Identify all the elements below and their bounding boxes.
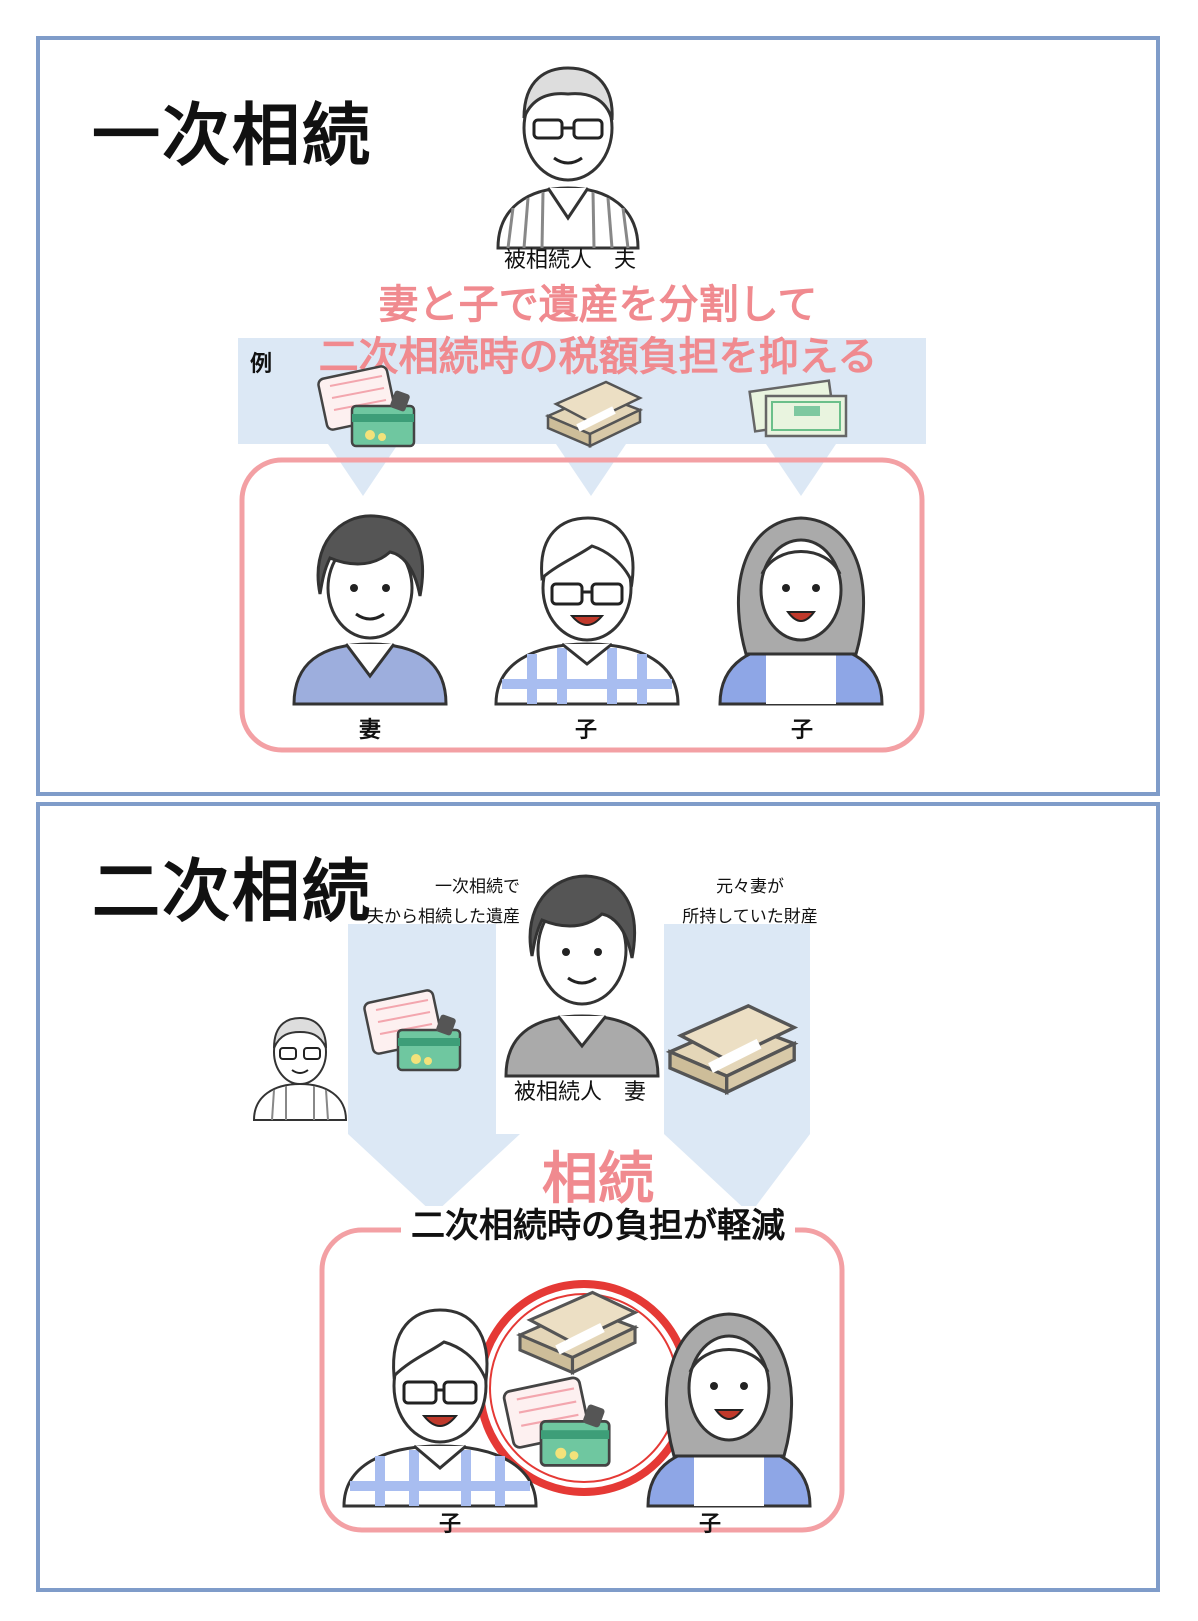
- secondary-inheritance-panel: 二次相続 一次相続で 夫から相続した遺産 元々妻が 所持していた財産 被相続人 …: [36, 802, 1160, 1592]
- passbook-card-icon: [322, 372, 422, 452]
- wife-illustration: [290, 504, 450, 704]
- deceased-label: 被相続人 夫: [480, 242, 660, 274]
- panel-title: 一次相続: [92, 80, 372, 179]
- heir-label-child-2: 子: [762, 712, 842, 744]
- daughter-illustration: [716, 504, 886, 704]
- son-illustration: [340, 1296, 540, 1506]
- wife-deceased-illustration: [502, 866, 662, 1076]
- husband-small-illustration: [250, 1010, 350, 1120]
- stock-certificate-icon: [752, 380, 852, 450]
- heir-label-wife: 妻: [330, 712, 410, 744]
- daughter-illustration: [644, 1296, 814, 1506]
- son-illustration: [492, 504, 682, 704]
- passbook-card-icon: [368, 996, 478, 1086]
- cash-bundle-icon: [670, 1014, 810, 1104]
- husband-illustration: [488, 58, 648, 248]
- right-note-line-2: 所持していた財産: [650, 902, 850, 932]
- heir-label-child-2: 子: [670, 1506, 750, 1538]
- heir-label-child-1: 子: [546, 712, 626, 744]
- right-note-line-1: 元々妻が: [650, 872, 850, 902]
- result-label: 二次相続時の負担が軽減: [401, 1206, 795, 1246]
- heir-label-child-1: 子: [410, 1506, 490, 1538]
- example-label: 例: [250, 346, 290, 378]
- message-line-2: 二次相続時の税額負担を抑える: [40, 324, 1156, 382]
- left-note-line-1: 一次相続で: [300, 872, 520, 902]
- cash-bundle-icon: [548, 388, 648, 458]
- left-note-line-2: 夫から相続した遺産: [300, 902, 520, 932]
- deceased-label: 被相続人 妻: [480, 1074, 680, 1106]
- left-note: 一次相続で 夫から相続した遺産: [300, 872, 520, 932]
- right-note: 元々妻が 所持していた財産: [650, 872, 850, 932]
- result-label-wrapper: 二次相続時の負担が軽減: [40, 1198, 1156, 1247]
- primary-inheritance-panel: 一次相続 被相続人 夫 妻と子で遺産を分割して 二次相続時の税額負担を抑える 例: [36, 36, 1160, 796]
- message-line-1: 妻と子で遺産を分割して: [40, 272, 1156, 330]
